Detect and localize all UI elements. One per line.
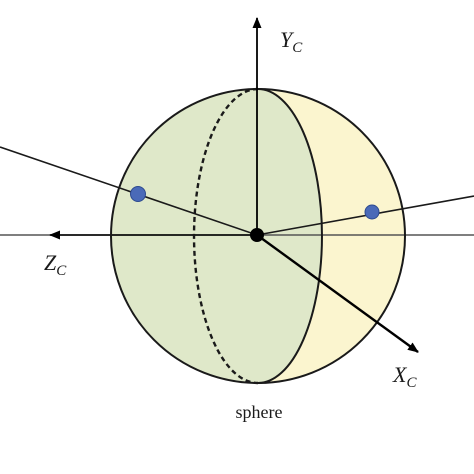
projected-point-right — [364, 204, 380, 220]
sphere-caption: sphere — [236, 402, 283, 422]
y-axis-label: YC — [280, 27, 303, 56]
origin-point — [250, 228, 264, 242]
projection-ray-left — [0, 146, 258, 236]
projected-point-left — [130, 186, 146, 202]
back-meridian — [192, 87, 259, 385]
x-axis-label: XC — [392, 362, 417, 391]
x-axis — [256, 234, 419, 353]
z-axis-label: ZC — [44, 250, 67, 279]
sphere-right-hemisphere — [258, 89, 405, 383]
front-meridian — [257, 88, 323, 384]
